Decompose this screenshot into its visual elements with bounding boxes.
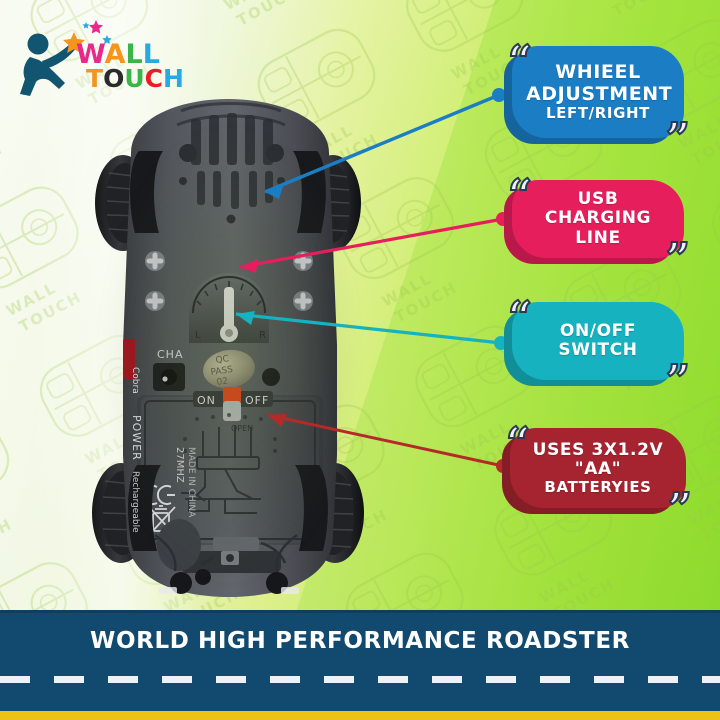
svg-text:ON: ON (197, 394, 216, 407)
callout-line-2: ADJUSTMENT (526, 82, 673, 105)
product-photo: L R CHA QC PASS 02 (85, 95, 375, 605)
callout-box: USB CHARGING LINE (512, 180, 684, 258)
motor-housing (157, 519, 201, 571)
callout-line-2: BATTERYIES (544, 477, 652, 496)
charging-port: CHA (153, 348, 185, 391)
wheel-well-front-left (130, 151, 163, 233)
callout-line-2: SWITCH (558, 340, 638, 360)
quote-close-icon: ” (665, 234, 691, 283)
wheel-well-rear-right (295, 465, 328, 551)
body-hole-left (179, 144, 197, 162)
svg-text:PASS: PASS (210, 365, 234, 378)
callout-box: WHIEEL ADJUSTMENT LEFT/RIGHT (512, 46, 684, 138)
callout-line-1: WHIEEL (555, 61, 641, 84)
quote-close-icon: ” (665, 114, 691, 163)
wheel-well-rear-left (128, 465, 161, 551)
quote-open-icon: “ (505, 418, 531, 467)
stars-icon (63, 20, 112, 53)
banner-bottom-strip (0, 711, 720, 720)
callout-wheel-adjustment[interactable]: WHIEEL ADJUSTMENT LEFT/RIGHT “ ” (504, 39, 691, 161)
callout-line-2: LINE (575, 227, 621, 248)
brand-wordmark-line1: WALL (76, 39, 160, 70)
svg-text:OPEN: OPEN (231, 424, 253, 433)
quote-close-icon: ” (667, 484, 693, 533)
bottom-banner: WORLD HIGH PERFORMANCE ROADSTER (0, 610, 720, 720)
callout-box: ON/OFF SWITCH (512, 302, 684, 380)
svg-text:02: 02 (216, 376, 229, 387)
callout-line-1: USES 3X1.2V "AA" (532, 439, 664, 479)
rear-drivetrain (154, 519, 298, 594)
switch-indicator (223, 387, 241, 403)
brand-wordmark-line2: TOUCH (86, 64, 184, 94)
svg-text:Cobra: Cobra (130, 367, 140, 394)
quote-open-icon: “ (507, 170, 533, 219)
callout-line-1: USB CHARGING (544, 189, 652, 229)
svg-text:Rechargeable: Rechargeable (130, 471, 140, 533)
svg-text:27MHZ: 27MHZ (174, 447, 185, 483)
callout-batteries[interactable]: USES 3X1.2V "AA" BATTERYIES “ ” (502, 421, 693, 531)
svg-text:L: L (195, 330, 201, 341)
callout-line-3: LEFT/RIGHT (546, 103, 650, 122)
brand-logo[interactable]: WALL TOUCH (18, 18, 198, 104)
svg-text:QC: QC (215, 354, 230, 366)
svg-text:MADE IN CHINA: MADE IN CHINA (186, 447, 196, 518)
road-dash-markings (0, 676, 720, 683)
quote-close-icon: ” (665, 356, 691, 405)
svg-text:POWER: POWER (130, 415, 143, 461)
banner-title: WORLD HIGH PERFORMANCE ROADSTER (90, 628, 630, 654)
banner-top-edge (0, 610, 720, 613)
quote-open-icon: “ (507, 292, 533, 341)
callout-usb-charging-line[interactable]: USB CHARGING LINE “ ” (504, 173, 691, 281)
body-hole-mid (262, 368, 280, 386)
side-decals: Cobra POWER Rechargeable (123, 339, 143, 533)
bumper-reflectors (159, 587, 299, 594)
svg-text:OFF: OFF (245, 394, 269, 407)
product-photo-shadow (95, 115, 365, 595)
callout-on-off-switch[interactable]: ON/OFF SWITCH “ ” (504, 295, 691, 403)
running-figure-icon (20, 33, 77, 96)
battery-polarity-diagram (181, 425, 261, 514)
foil-sticker: QC PASS 02 (203, 349, 255, 389)
svg-text:CHA: CHA (157, 348, 183, 361)
quote-open-icon: “ (507, 36, 533, 85)
callout-box: USES 3X1.2V "AA" BATTERYIES (510, 428, 686, 508)
callout-line-1: ON/OFF (559, 320, 637, 341)
brand-wordmark: WALL TOUCH (76, 39, 196, 94)
